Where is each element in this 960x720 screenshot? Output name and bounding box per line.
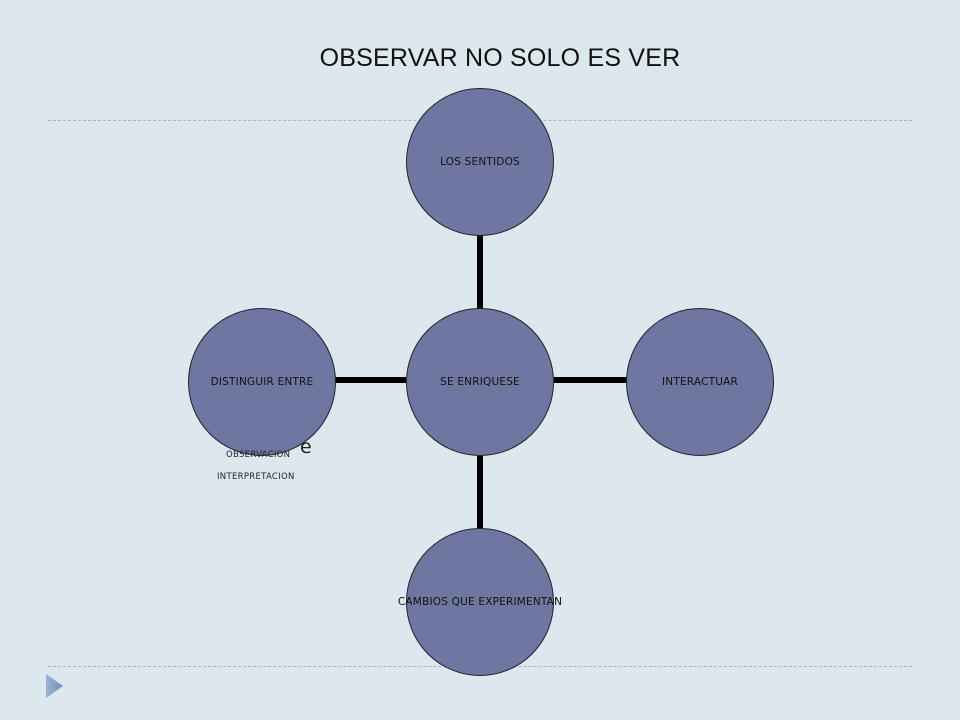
node-bottom-label: CAMBIOS QUE EXPERIMENTAN: [397, 596, 563, 608]
node-center: SE ENRIQUESE: [406, 308, 554, 456]
node-bottom: CAMBIOS QUE EXPERIMENTAN: [398, 528, 562, 676]
slide-title: OBSERVAR NO SOLO ES VER: [319, 44, 681, 72]
left-overflow-line2: INTERPRETACION: [217, 472, 295, 482]
node-top: LOS SENTIDOS: [406, 88, 554, 236]
node-right-label: INTERACTUAR: [662, 376, 738, 388]
connector-left: [334, 377, 406, 383]
left-overflow-line1: OBSERVACION: [226, 450, 291, 460]
bullet-arrow-icon: [46, 674, 63, 698]
connector-right: [554, 377, 628, 383]
node-left: DISTINGUIR ENTRE: [188, 308, 336, 456]
connector-bottom: [477, 454, 483, 534]
left-overflow-e: e: [300, 436, 312, 458]
node-top-label: LOS SENTIDOS: [440, 156, 520, 168]
node-left-label: DISTINGUIR ENTRE: [210, 376, 314, 388]
node-right: INTERACTUAR: [626, 308, 774, 456]
node-center-label: SE ENRIQUESE: [440, 376, 520, 388]
connector-top: [477, 234, 483, 310]
